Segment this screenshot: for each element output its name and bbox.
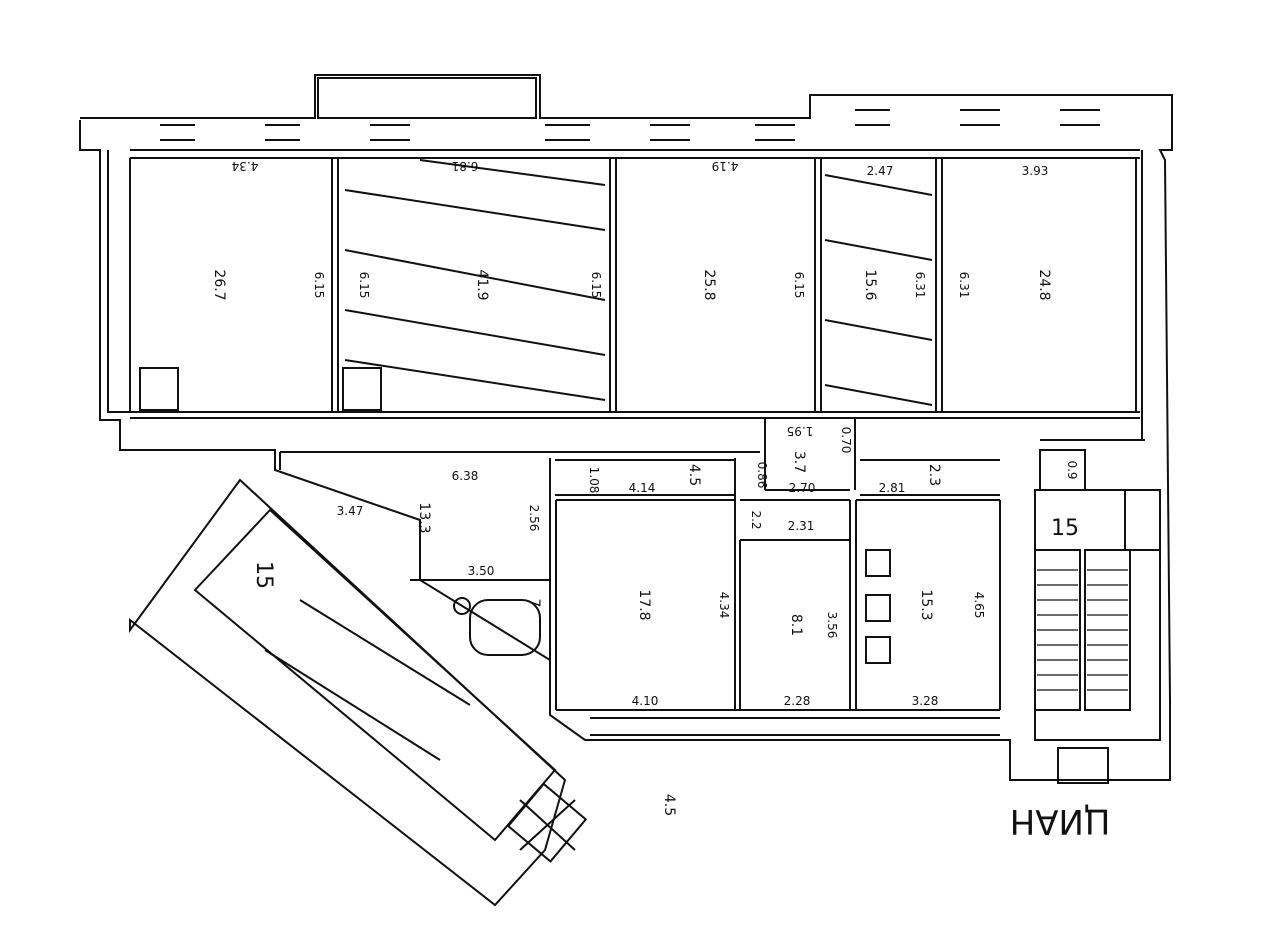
dim-9-right: 4.34 (717, 592, 731, 619)
watermark: ЦИАН (1010, 801, 1111, 841)
room-12: 3.56 2.28 8.1 (784, 612, 839, 708)
dim-3-right: 6.15 (589, 272, 603, 299)
dim-11-right: 2.31 (788, 519, 815, 533)
area-4: 25.8 (701, 269, 717, 300)
dim-4-side: 6.15 (792, 272, 806, 299)
stair-right-label: 15 (1051, 516, 1079, 541)
area-11: 2.2 (749, 510, 763, 529)
dim-9-bottom: 4.10 (632, 694, 659, 708)
room-7b: 4.5 (661, 794, 677, 816)
area-14: 2.3 (926, 464, 942, 486)
area-3: 41.9 (474, 269, 490, 300)
stair-treads-right (1037, 569, 1128, 691)
dim-8-left: 1.08 (587, 467, 601, 494)
area-10: 3.7 (791, 451, 807, 473)
dim-12-right: 3.56 (825, 612, 839, 639)
area-9: 17.8 (636, 589, 652, 620)
stair-left-dim: 3.47 (337, 504, 364, 518)
dim-1-right: 2.56 (527, 505, 541, 532)
dim-4-top: 4.19 (712, 159, 739, 173)
room-11: 2.2 2.31 (749, 510, 814, 533)
dim-3-top: 6.81 (452, 159, 479, 173)
room-2: 4.34 6.15 26.7 (211, 159, 326, 301)
walls (79, 74, 1173, 907)
room-1: 6.38 2.56 3.50 13.3 (416, 469, 541, 578)
area-2: 26.7 (211, 269, 227, 300)
area-6: 24.8 (1036, 269, 1052, 300)
room-5: 2.47 6.31 15.6 (862, 164, 927, 301)
room-3: 6.81 6.15 6.15 41.9 (357, 159, 603, 301)
dim-2-top: 4.34 (232, 159, 259, 173)
dim-1-top: 6.38 (452, 469, 479, 483)
dim-1-bottom: 3.50 (468, 564, 495, 578)
dim-3-left: 6.15 (357, 272, 371, 299)
dim-10-left: 0.86 (755, 462, 769, 489)
room-9: 4.34 4.10 17.8 (632, 589, 731, 708)
room-8: 1.08 4.14 4.5 (587, 464, 702, 495)
dim-14-left: 2.81 (879, 481, 906, 495)
area-7b: 4.5 (661, 794, 677, 816)
room-15-small: 0.9 (1065, 460, 1079, 479)
area-1: 13.3 (416, 502, 432, 533)
dim-10-right: 0.70 (839, 427, 853, 454)
dim-5-side: 6.31 (913, 272, 927, 299)
dim-10-top: 1.95 (787, 424, 814, 438)
room-7a: 7 (526, 599, 542, 608)
dim-13-bottom: 3.28 (912, 694, 939, 708)
dim-6-top: 3.93 (1022, 164, 1049, 178)
room-13: 4.65 3.28 15.3 (912, 589, 986, 708)
dim-13-right: 4.65 (972, 592, 986, 619)
stair-left-label: 15 (251, 561, 276, 589)
stairwells: 15 3.47 15 (251, 504, 1079, 589)
area-5: 15.6 (862, 269, 878, 300)
room-4: 4.19 6.15 25.8 (701, 159, 806, 301)
dim-2-side: 6.15 (312, 272, 326, 299)
no-7a: 7 (526, 599, 542, 608)
room-6: 3.93 6.31 24.8 (957, 164, 1052, 301)
dim-6-side: 6.31 (957, 272, 971, 299)
dim-12-bottom: 2.28 (784, 694, 811, 708)
area-8: 4.5 (686, 464, 702, 486)
area-12: 8.1 (788, 614, 804, 636)
area-13: 15.3 (918, 589, 934, 620)
stove-icon (865, 549, 891, 664)
room-14: 2.81 2.3 (879, 464, 942, 495)
area-15-small: 0.9 (1065, 460, 1079, 479)
room-10: 1.95 0.70 0.86 2.70 3.7 (755, 424, 853, 495)
dim-8-bottom: 4.14 (629, 481, 656, 495)
dim-10-bottom: 2.70 (789, 481, 816, 495)
dim-5-top: 2.47 (867, 164, 894, 178)
